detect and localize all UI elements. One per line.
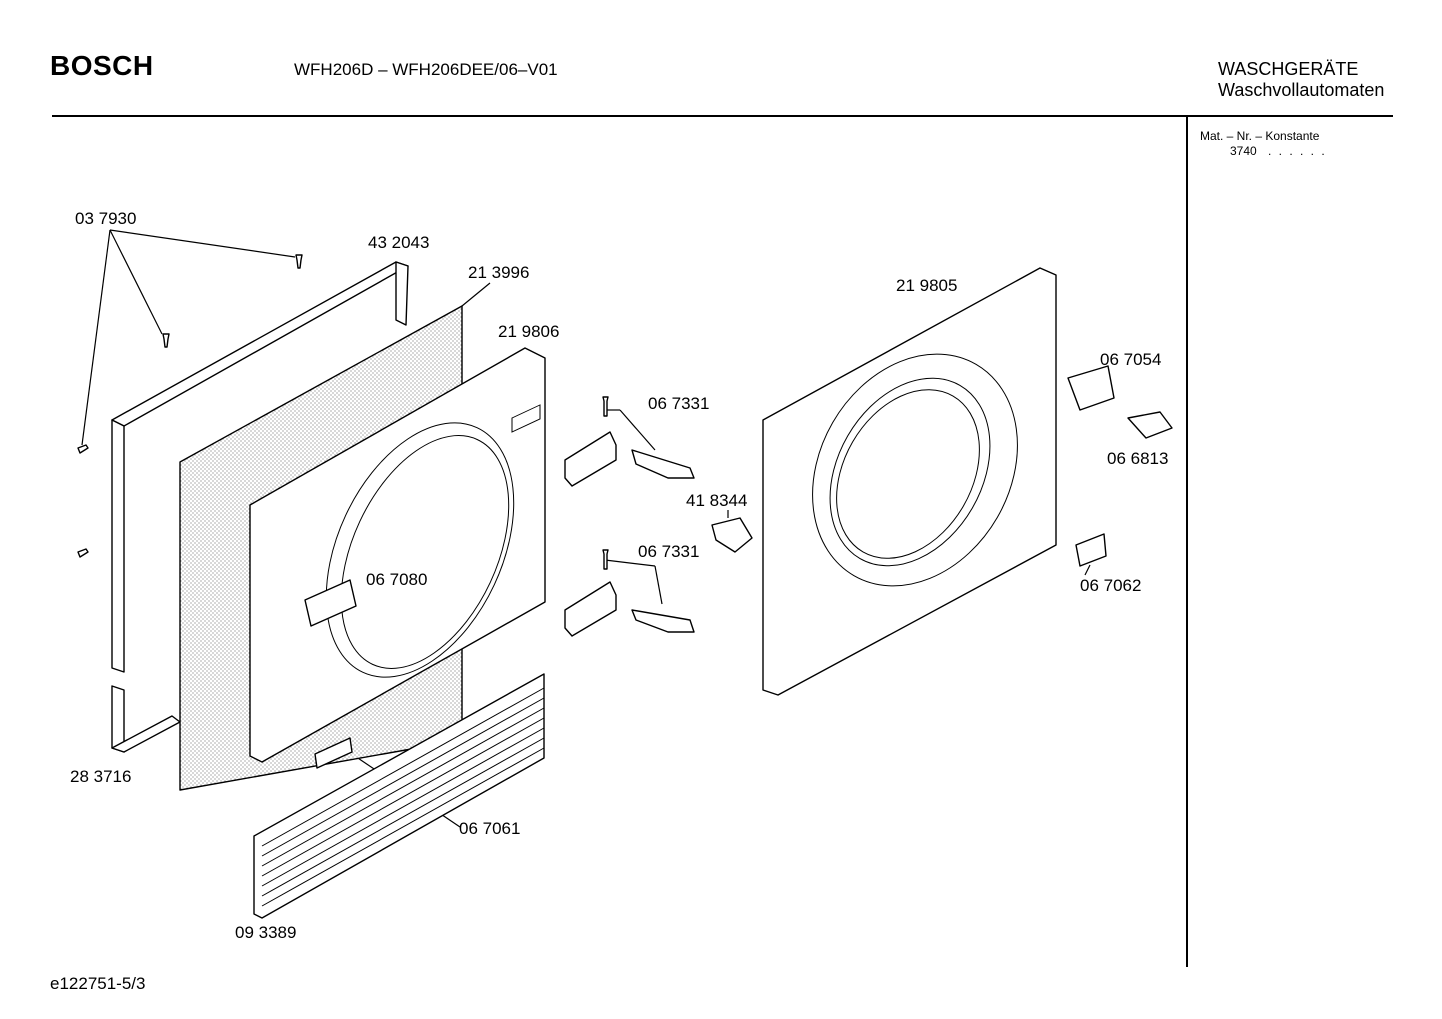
part-label: 21 3996 xyxy=(468,263,529,282)
part-label: 03 7930 xyxy=(75,209,136,228)
category-subtitle: Waschvollautomaten xyxy=(1218,80,1385,100)
sidebar-divider xyxy=(1186,117,1188,967)
outer-frame-part xyxy=(111,261,409,753)
header-divider xyxy=(52,115,1393,117)
cabinet-front-part xyxy=(762,267,1173,696)
category-title: WASCHGERÄTE xyxy=(1218,59,1359,79)
model-number: WFH206D – WFH206DEE/06–V01 xyxy=(294,60,558,79)
part-label: 21 9805 xyxy=(896,276,957,295)
screw-icon xyxy=(77,254,609,570)
part-label: 09 3389 xyxy=(235,923,296,942)
brand-logo: BOSCH xyxy=(50,50,154,81)
part-label: 21 9806 xyxy=(498,322,559,341)
part-label: 06 7331 xyxy=(648,394,709,413)
grille-panel-part xyxy=(253,673,545,919)
mat-number-value: 3740 xyxy=(1230,144,1257,158)
part-label: 06 7061 xyxy=(459,819,520,838)
part-label: 06 7062 xyxy=(1080,576,1141,595)
drawing-id: e122751-5/3 xyxy=(50,974,146,993)
part-label: 06 7054 xyxy=(1100,350,1161,369)
part-label: 06 6813 xyxy=(1107,449,1168,468)
door-lock-part xyxy=(564,431,753,637)
part-label: 41 8344 xyxy=(686,491,747,510)
mat-number-label: Mat. – Nr. – Konstante xyxy=(1200,129,1320,143)
mat-number-dots: . . . . . . xyxy=(1268,144,1327,158)
part-label: 06 7080 xyxy=(366,570,427,589)
part-label: 28 3716 xyxy=(70,767,131,786)
inner-front-panel-part xyxy=(249,347,546,769)
part-label: 43 2043 xyxy=(368,233,429,252)
part-label: 06 7331 xyxy=(638,542,699,561)
